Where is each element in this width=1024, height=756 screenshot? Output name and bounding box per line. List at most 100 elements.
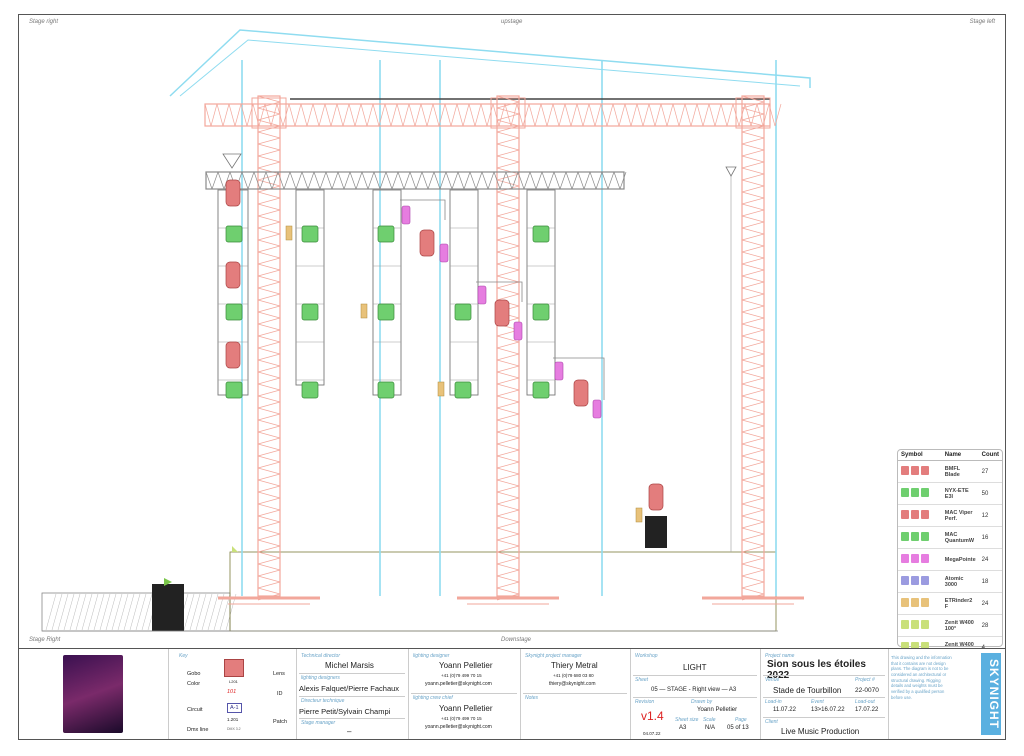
roof-truss-lacing — [204, 103, 212, 127]
roof-truss-lacing — [570, 103, 578, 127]
tower-truss-lacing — [257, 119, 281, 127]
key-color-code: L201 — [229, 679, 238, 684]
tower-truss-lacing — [496, 479, 520, 487]
tower-truss-lacing — [257, 587, 281, 595]
tower-truss-lacing — [741, 179, 765, 187]
lighting-truss-lacing — [241, 171, 249, 190]
roof-truss-lacing — [642, 103, 650, 127]
lighting-truss-lacing — [301, 171, 309, 190]
tower-truss-lacing — [741, 371, 765, 379]
lighting-truss-lacing — [247, 171, 255, 190]
legend-name: BMFL Blade — [941, 460, 979, 483]
tower-truss-lacing — [257, 203, 281, 211]
tower-truss-lacing — [496, 293, 520, 301]
tower-truss-lacing — [257, 227, 281, 235]
legend-name: MegaPointe — [941, 548, 979, 571]
deck-hatch — [99, 593, 111, 631]
lighting-truss-lacing — [349, 171, 357, 190]
tower-truss-lacing — [496, 239, 520, 247]
lighting-truss-lacing — [493, 171, 501, 190]
roof-truss-lacing — [486, 103, 494, 127]
load-out-label: Load-out — [855, 699, 875, 705]
beam-fixture-icon — [592, 399, 602, 419]
tower-truss-lacing — [741, 377, 765, 385]
fixture-symbol-icon — [911, 466, 919, 475]
key-fixture-symbol — [224, 659, 244, 677]
tower-truss-lacing — [741, 515, 765, 523]
tower-truss-lacing — [257, 155, 281, 163]
lighting-designers-label: lighting designers — [301, 675, 340, 681]
lighting-truss-lacing — [613, 171, 621, 190]
workshop: LIGHT — [683, 663, 707, 672]
deck-hatch — [69, 593, 81, 631]
tower-truss-lacing — [257, 149, 281, 157]
lighting-truss-lacing — [355, 171, 363, 190]
tower-truss-lacing — [496, 557, 520, 565]
wash-fixture-icon — [301, 303, 319, 321]
roof-truss-lacing — [696, 103, 704, 127]
lighting-truss-lacing — [289, 171, 297, 190]
tower-truss-lacing — [496, 167, 520, 175]
tower-truss-lacing — [741, 455, 765, 463]
tower-truss-lacing — [257, 503, 281, 511]
roof-truss-lacing — [654, 103, 662, 127]
designer-email[interactable]: yoann.pelletier@skynight.com — [425, 681, 492, 687]
lighting-truss-lacing — [475, 171, 483, 190]
tower-truss-lacing — [257, 371, 281, 379]
tower-truss-lacing — [496, 347, 520, 355]
tower-truss-lacing — [496, 353, 520, 361]
pm-email[interactable]: thiery@skynight.com — [549, 681, 596, 687]
tower-truss-lacing — [257, 251, 281, 259]
roof-truss-lacing — [702, 103, 710, 127]
tower-truss-lacing — [496, 221, 520, 229]
tower-truss-lacing — [496, 551, 520, 559]
tower-truss-lacing — [741, 233, 765, 241]
tower-truss-lacing — [496, 539, 520, 547]
blinder-fixture-icon — [360, 303, 368, 319]
tower-truss-lacing — [257, 407, 281, 415]
tower-truss-lacing — [741, 329, 765, 337]
tower-truss-lacing — [741, 95, 765, 103]
tower-truss-lacing — [496, 407, 520, 415]
tower-truss-lacing — [741, 119, 765, 127]
tower-truss-lacing — [741, 491, 765, 499]
roof-truss-lacing — [396, 103, 404, 127]
roof-truss-lacing — [582, 103, 590, 127]
key-title: Key — [179, 653, 188, 659]
tower-truss-lacing — [741, 263, 765, 271]
lighting-truss-lacing — [481, 171, 489, 190]
roof-truss-lacing — [330, 103, 338, 127]
deck-hatch — [201, 593, 213, 631]
key-gobo-label: Gobo — [187, 671, 201, 677]
skynight-logo: SKYNIGHT — [981, 653, 1001, 735]
tower-truss-lacing — [257, 323, 281, 331]
tower-truss-lacing — [257, 389, 281, 397]
tower-truss-lacing — [741, 269, 765, 277]
fixture-symbol-icon — [911, 532, 919, 541]
lighting-truss-lacing — [445, 171, 453, 190]
tower-truss-lacing — [496, 581, 520, 589]
roof-truss-lacing — [228, 103, 236, 127]
tower-truss-lacing — [496, 215, 520, 223]
tower-truss-lacing — [741, 365, 765, 373]
tower-truss-lacing — [257, 455, 281, 463]
crew-chief-email[interactable]: yoann.pelletier@skynight.com — [425, 724, 492, 730]
tower-truss-lacing — [257, 329, 281, 337]
tower-truss-lacing — [496, 389, 520, 397]
fixture-symbol-icon — [911, 620, 919, 629]
key-patch-label: Patch — [273, 719, 288, 725]
tower-truss-lacing — [741, 173, 765, 181]
legend-count: 27 — [978, 460, 1002, 483]
legend-symbol — [898, 460, 942, 483]
roof-truss-lacing — [270, 103, 278, 127]
fixture-symbol-icon — [911, 576, 919, 585]
wash-fixture-icon — [532, 303, 550, 321]
poster-cell — [19, 649, 169, 739]
roof-truss-lacing — [636, 103, 644, 127]
lighting-truss-lacing — [583, 171, 591, 190]
roof-truss-lacing — [726, 103, 734, 127]
roof-truss-lacing — [348, 103, 356, 127]
tower-truss-lacing — [741, 185, 765, 193]
roof-truss-lacing — [456, 103, 464, 127]
tower-truss-lacing — [257, 539, 281, 547]
